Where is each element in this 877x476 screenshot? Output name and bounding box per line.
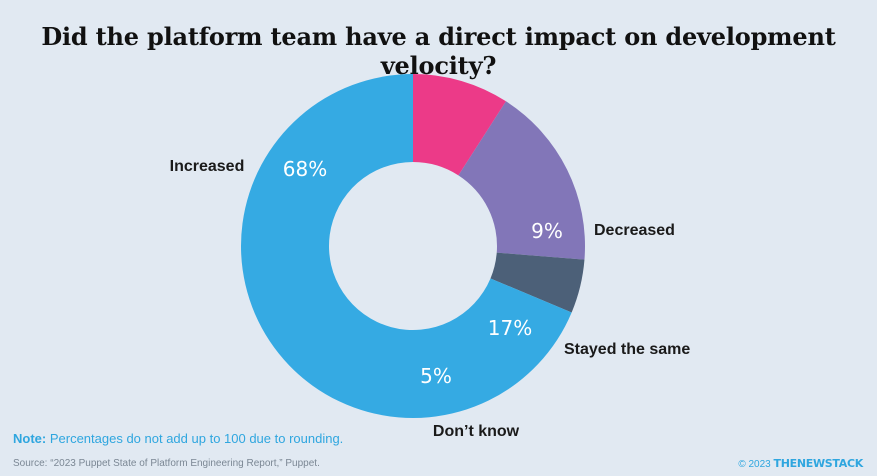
value-label-don-t-know: 5% [420, 364, 452, 388]
slice-value-labels: 68% 9% 17% 5% [283, 157, 563, 388]
copyright: © 2023 THENEWSTACK [738, 457, 863, 470]
slice-increased [241, 74, 572, 419]
value-label-increased: 68% [283, 157, 327, 181]
chart-note: Note: Percentages do not add up to 100 d… [13, 431, 343, 446]
note-text: Percentages do not add up to 100 due to … [49, 431, 344, 446]
slice-decreased [413, 74, 506, 176]
slice-stayed-the-same [458, 101, 586, 260]
copyright-year: © 2023 [738, 459, 771, 470]
donut-slices [241, 74, 586, 419]
category-label-don-t-know: Don’t know [433, 423, 520, 440]
brand-logo: THENEWSTACK [773, 457, 864, 470]
category-label-increased: Increased [170, 158, 245, 175]
chart-title: Did the platform team have a direct impa… [41, 22, 836, 80]
category-label-stayed-the-same: Stayed the same [564, 341, 690, 358]
value-label-stayed-the-same: 17% [488, 316, 532, 340]
note-label: Note: [13, 431, 47, 446]
value-label-decreased: 9% [531, 219, 563, 243]
category-label-decreased: Decreased [594, 222, 675, 239]
slice-don-t-know [490, 252, 585, 313]
source-text: Source: “2023 Puppet State of Platform E… [13, 458, 320, 469]
